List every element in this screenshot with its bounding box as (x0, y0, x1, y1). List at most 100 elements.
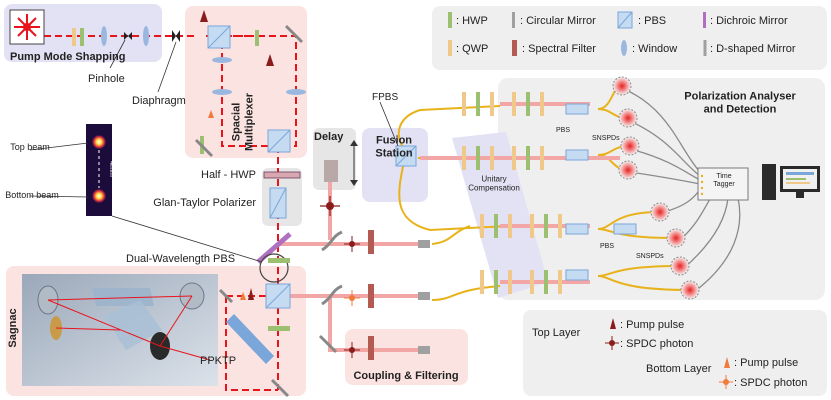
layer-bottom-spdc: : SPDC photon (734, 377, 807, 389)
label-glan-taylor: Glan-Taylor Polarizer (153, 197, 256, 209)
legend-dichroic-mirror: : Dichroic Mirror (710, 15, 788, 27)
waveplate (558, 214, 562, 238)
waveplate (476, 92, 480, 116)
bottom-pump-pulse-icon (724, 357, 730, 368)
dual-pbs-highlight (259, 253, 289, 283)
label-pbs-top: PBS (556, 127, 570, 134)
legend-pbs: : PBS (638, 15, 666, 27)
delay-pulse-marker (320, 196, 340, 216)
label-snspd-top: SNSPDs (592, 135, 620, 142)
waveplate (530, 270, 534, 294)
waveplate (462, 92, 466, 116)
waveplate (540, 92, 544, 116)
waveplate (462, 146, 466, 170)
analyser-pbs (565, 103, 637, 281)
computer-icon (762, 164, 820, 200)
waveplate (480, 270, 484, 294)
legend-icons (448, 11, 707, 56)
time-tagger (697, 167, 749, 201)
waveplate (558, 270, 562, 294)
layer-top-spdc: : SPDC photon (620, 338, 693, 350)
snspd-detector (666, 228, 686, 248)
snspd-detector (618, 160, 638, 180)
layer-top-title: Top Layer (532, 327, 581, 339)
circular-mirror-icon (512, 12, 515, 28)
layer-bottom-title: Bottom Layer (646, 363, 712, 375)
waveplate-rails (462, 92, 562, 294)
multiplexer-optics (194, 10, 306, 158)
text-labels: Pump Mode Shapping Pinhole Diaphragm Spa… (5, 15, 807, 389)
unitary-panel (452, 132, 548, 298)
waveplate (476, 146, 480, 170)
waveplate (544, 270, 548, 294)
analyser-panel (498, 78, 825, 300)
snspd-detector (620, 136, 640, 156)
glan-taylor-polarizer (269, 187, 287, 219)
label-pump-mode-shaping: Pump Mode Shapping (10, 51, 126, 63)
label-fpbs: FPBS (372, 92, 398, 103)
pbs-icon (617, 11, 633, 29)
hwp-icon (448, 12, 452, 28)
label-snspd-bottom: SNSPDs (636, 253, 664, 260)
label-pinhole: Pinhole (88, 73, 125, 85)
qwp-icon (448, 40, 452, 56)
ppktp-crystal (226, 314, 274, 364)
label-beam-separation: 4mm (108, 161, 115, 177)
waveplate (480, 214, 484, 238)
waveplate (526, 146, 530, 170)
legend-window: : Window (632, 43, 677, 55)
label-sagnac: Sagnac (7, 308, 19, 347)
layer-legend-panel (523, 310, 827, 396)
sagnac-render (22, 274, 218, 386)
half-hwp (263, 171, 301, 179)
label-half-hwp: Half - HWP (201, 169, 256, 181)
window-icon (621, 40, 627, 56)
snspd-detector (680, 280, 700, 300)
label-spacial-multiplexer: SpacialMultiplexer (231, 92, 256, 151)
label-top-beam: Top beam (10, 142, 50, 152)
sagnac-optics (218, 258, 291, 398)
top-beam-spot (92, 135, 106, 149)
legend-circular-mirror: : Circular Mirror (520, 15, 596, 27)
label-coupling: Coupling & Filtering (353, 370, 458, 382)
dichroic-mirror (256, 232, 292, 264)
snspd-detector (650, 202, 670, 222)
bottom-beam-spot (92, 189, 106, 203)
snspd-detector (612, 76, 632, 96)
label-ppktp: PPKTP (200, 355, 236, 367)
legend-spectral-filter: : Spectral Filter (522, 43, 596, 55)
label-delay: Delay (314, 131, 344, 143)
waveplate (526, 92, 530, 116)
legend-hwp: : HWP (456, 15, 488, 27)
layer-legend-icons (605, 318, 733, 389)
waveplate (512, 92, 516, 116)
waveplate (490, 146, 494, 170)
legend-d-shaped-mirror: : D-shaped Mirror (710, 43, 796, 55)
top-spdc-photon-icon (605, 336, 619, 350)
bottom-spdc-photon-icon (719, 375, 733, 389)
pump-laser (9, 9, 45, 45)
label-bottom-beam: Bottom beam (5, 190, 59, 200)
legend-panel (432, 6, 827, 70)
waveplate (530, 214, 534, 238)
waveplate (544, 214, 548, 238)
layer-bottom-pump: : Pump pulse (734, 357, 798, 369)
snspd-detector (670, 256, 690, 276)
legend-qwp: : QWP (456, 43, 488, 55)
dichroic-mirror-icon (703, 12, 706, 28)
waveplate (490, 92, 494, 116)
label-dual-pbs: Dual-Wavelength PBS (126, 253, 235, 265)
waveplate (512, 146, 516, 170)
spectral-filter-icon (512, 40, 517, 56)
waveplate (540, 146, 544, 170)
waveplate (508, 214, 512, 238)
coupling-optics (318, 230, 430, 360)
label-pbs-bottom: PBS (600, 243, 614, 250)
snspd-detectors (612, 76, 700, 300)
waveplate (508, 270, 512, 294)
coupling-spdc-markers (344, 236, 360, 358)
